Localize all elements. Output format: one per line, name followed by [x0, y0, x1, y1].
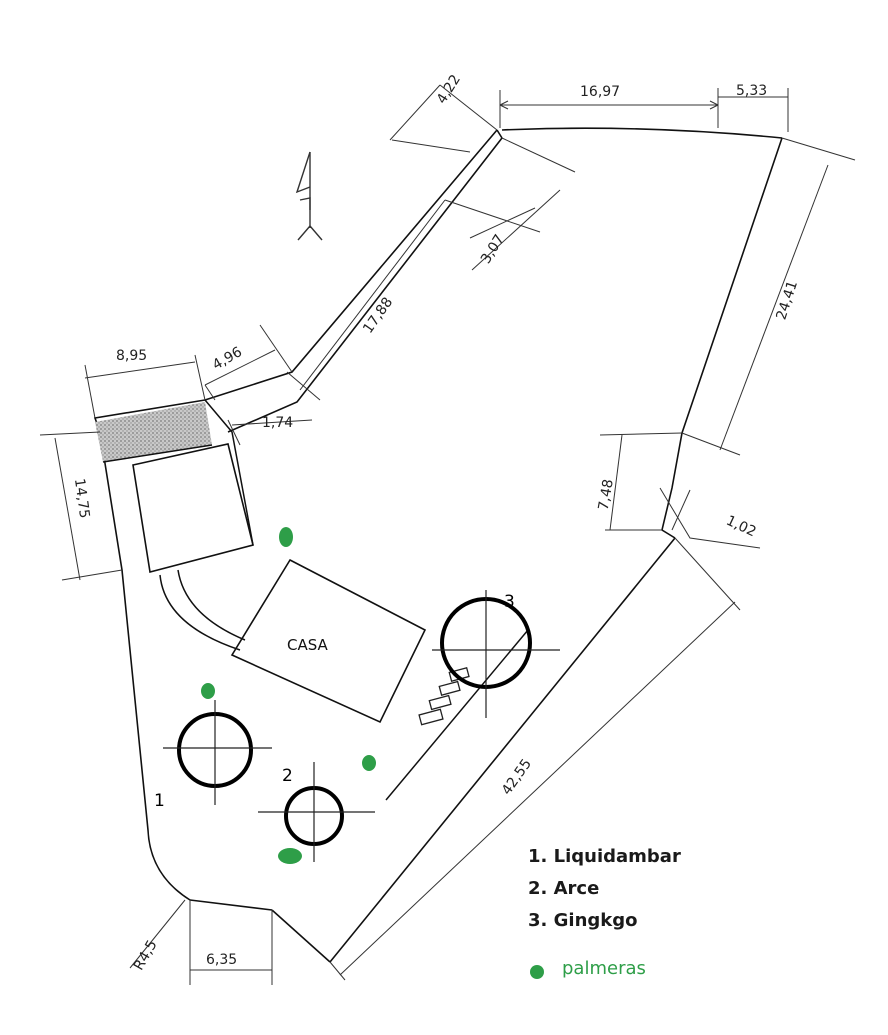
- north-arrow-icon: [295, 151, 323, 241]
- step: [428, 694, 452, 711]
- right-boundary: [661, 137, 783, 539]
- southeast-boundary: [329, 537, 676, 963]
- house-building: [230, 558, 427, 724]
- legend-item-1: 1. Liquidambar: [528, 846, 681, 867]
- palm-icon: [279, 527, 293, 547]
- legend-item-3: 3. Gingkgo: [528, 910, 638, 931]
- legend-palms: palmeras: [562, 958, 646, 979]
- tree-number-3: 3: [504, 592, 515, 612]
- south-corner: [271, 909, 331, 963]
- access-strip-upper-edge: [204, 129, 498, 401]
- driveway-outer-curve: [159, 574, 241, 651]
- tree-number-2: 2: [282, 766, 293, 786]
- tree-crosshair: [258, 762, 375, 862]
- tree-crosshair: [432, 590, 560, 718]
- west-boundary: [99, 431, 191, 901]
- dimension-3-07: 3,07: [478, 232, 508, 267]
- legend-item-2: 2. Arce: [528, 878, 599, 899]
- dimension-4-22: 4,22: [434, 72, 464, 107]
- dimension-24-41: 24,41: [773, 279, 801, 322]
- dimension-4-96: 4,96: [210, 344, 245, 373]
- palm-legend-icon: [530, 965, 544, 979]
- dimension-5-33: 5,33: [736, 83, 767, 99]
- bottom-boundary: [189, 899, 273, 911]
- palm-icon: [362, 755, 376, 771]
- tree-crosshair: [163, 700, 272, 805]
- tree-gingkgo: [432, 590, 560, 718]
- dimension-6-35: 6,35: [206, 952, 237, 968]
- dimension-7-48: 7,48: [596, 478, 617, 511]
- dimension-lines: [39, 84, 856, 985]
- top-boundary: [501, 127, 783, 139]
- legend: 1. Liquidambar 2. Arce 3. Gingkgo palmer…: [528, 846, 681, 979]
- dimension-1-02: 1,02: [724, 513, 759, 541]
- palm-icon: [278, 848, 302, 864]
- tree-liquidambar: [163, 700, 272, 805]
- plot-boundary: [93, 127, 783, 963]
- step: [418, 708, 444, 726]
- dimension-8-95: 8,95: [116, 348, 147, 364]
- dimension-16-97: 16,97: [580, 84, 620, 100]
- house-label: CASA: [287, 636, 329, 654]
- access-strip-lower-edge: [227, 137, 503, 433]
- driveway: [102, 399, 529, 801]
- tree-number-1: 1: [154, 791, 165, 811]
- garden-steps: [418, 667, 470, 726]
- driveway-inner-curve: [177, 569, 246, 641]
- dimension-14-75: 14,75: [71, 478, 92, 520]
- hatched-entrance-area: [95, 402, 212, 462]
- dimension-1-74: 1,74: [262, 415, 293, 431]
- tree-arce: [258, 762, 375, 862]
- step: [438, 680, 461, 696]
- dimension-17-88: 17,88: [360, 295, 396, 337]
- garage-building: [132, 443, 254, 573]
- palms: [201, 527, 376, 864]
- palm-icon: [201, 683, 215, 699]
- dimension-42-55: 42,55: [499, 756, 535, 798]
- dimension-r4-5: R4,5: [131, 938, 161, 974]
